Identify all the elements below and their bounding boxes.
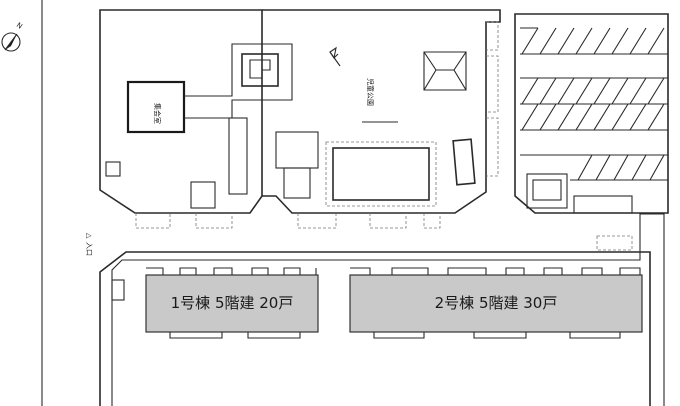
building-2-label: 2号棟 5階建 30戸 — [435, 294, 558, 312]
lower-road-line — [111, 213, 665, 406]
parking-booth — [526, 173, 568, 209]
pavilion — [275, 131, 319, 169]
sandbox — [325, 141, 437, 207]
entrance-mark: △ — [85, 233, 93, 239]
parking-stalls — [520, 27, 668, 181]
small-box-left — [190, 181, 216, 209]
left-edge-box — [105, 161, 121, 177]
lower-left-box — [111, 279, 125, 301]
meeting-hall — [126, 80, 186, 134]
north-arrow-icon — [1, 32, 21, 52]
park-label: 児童公園 — [366, 78, 375, 106]
north-label: N — [15, 21, 24, 31]
park-site-outline — [262, 9, 501, 214]
building-2 — [349, 267, 643, 339]
pavilion-lower — [283, 167, 311, 199]
upper-site-dashed-edges — [135, 21, 633, 251]
building-1 — [145, 267, 319, 339]
shed-vertical — [228, 117, 248, 195]
entrance-label: 入口 — [85, 242, 93, 256]
park-shed — [452, 138, 476, 186]
meeting-hall-label: 集会室 — [153, 103, 162, 124]
parking-booth-inner — [532, 179, 562, 201]
play-equipment-icon — [329, 46, 341, 67]
parking-area-outline — [514, 13, 669, 214]
lower-site-boundary — [99, 251, 651, 406]
parking-gate-box — [573, 195, 633, 214]
climbing-structure-icon — [423, 51, 467, 91]
hall-walkway — [184, 43, 293, 119]
small-structure-top — [241, 53, 279, 87]
upper-site-outline — [99, 9, 263, 214]
sandbox-inner — [332, 147, 430, 201]
entrance-marker: △ 入口 — [85, 233, 93, 256]
building-1-label: 1号棟 5階建 20戸 — [171, 294, 294, 312]
